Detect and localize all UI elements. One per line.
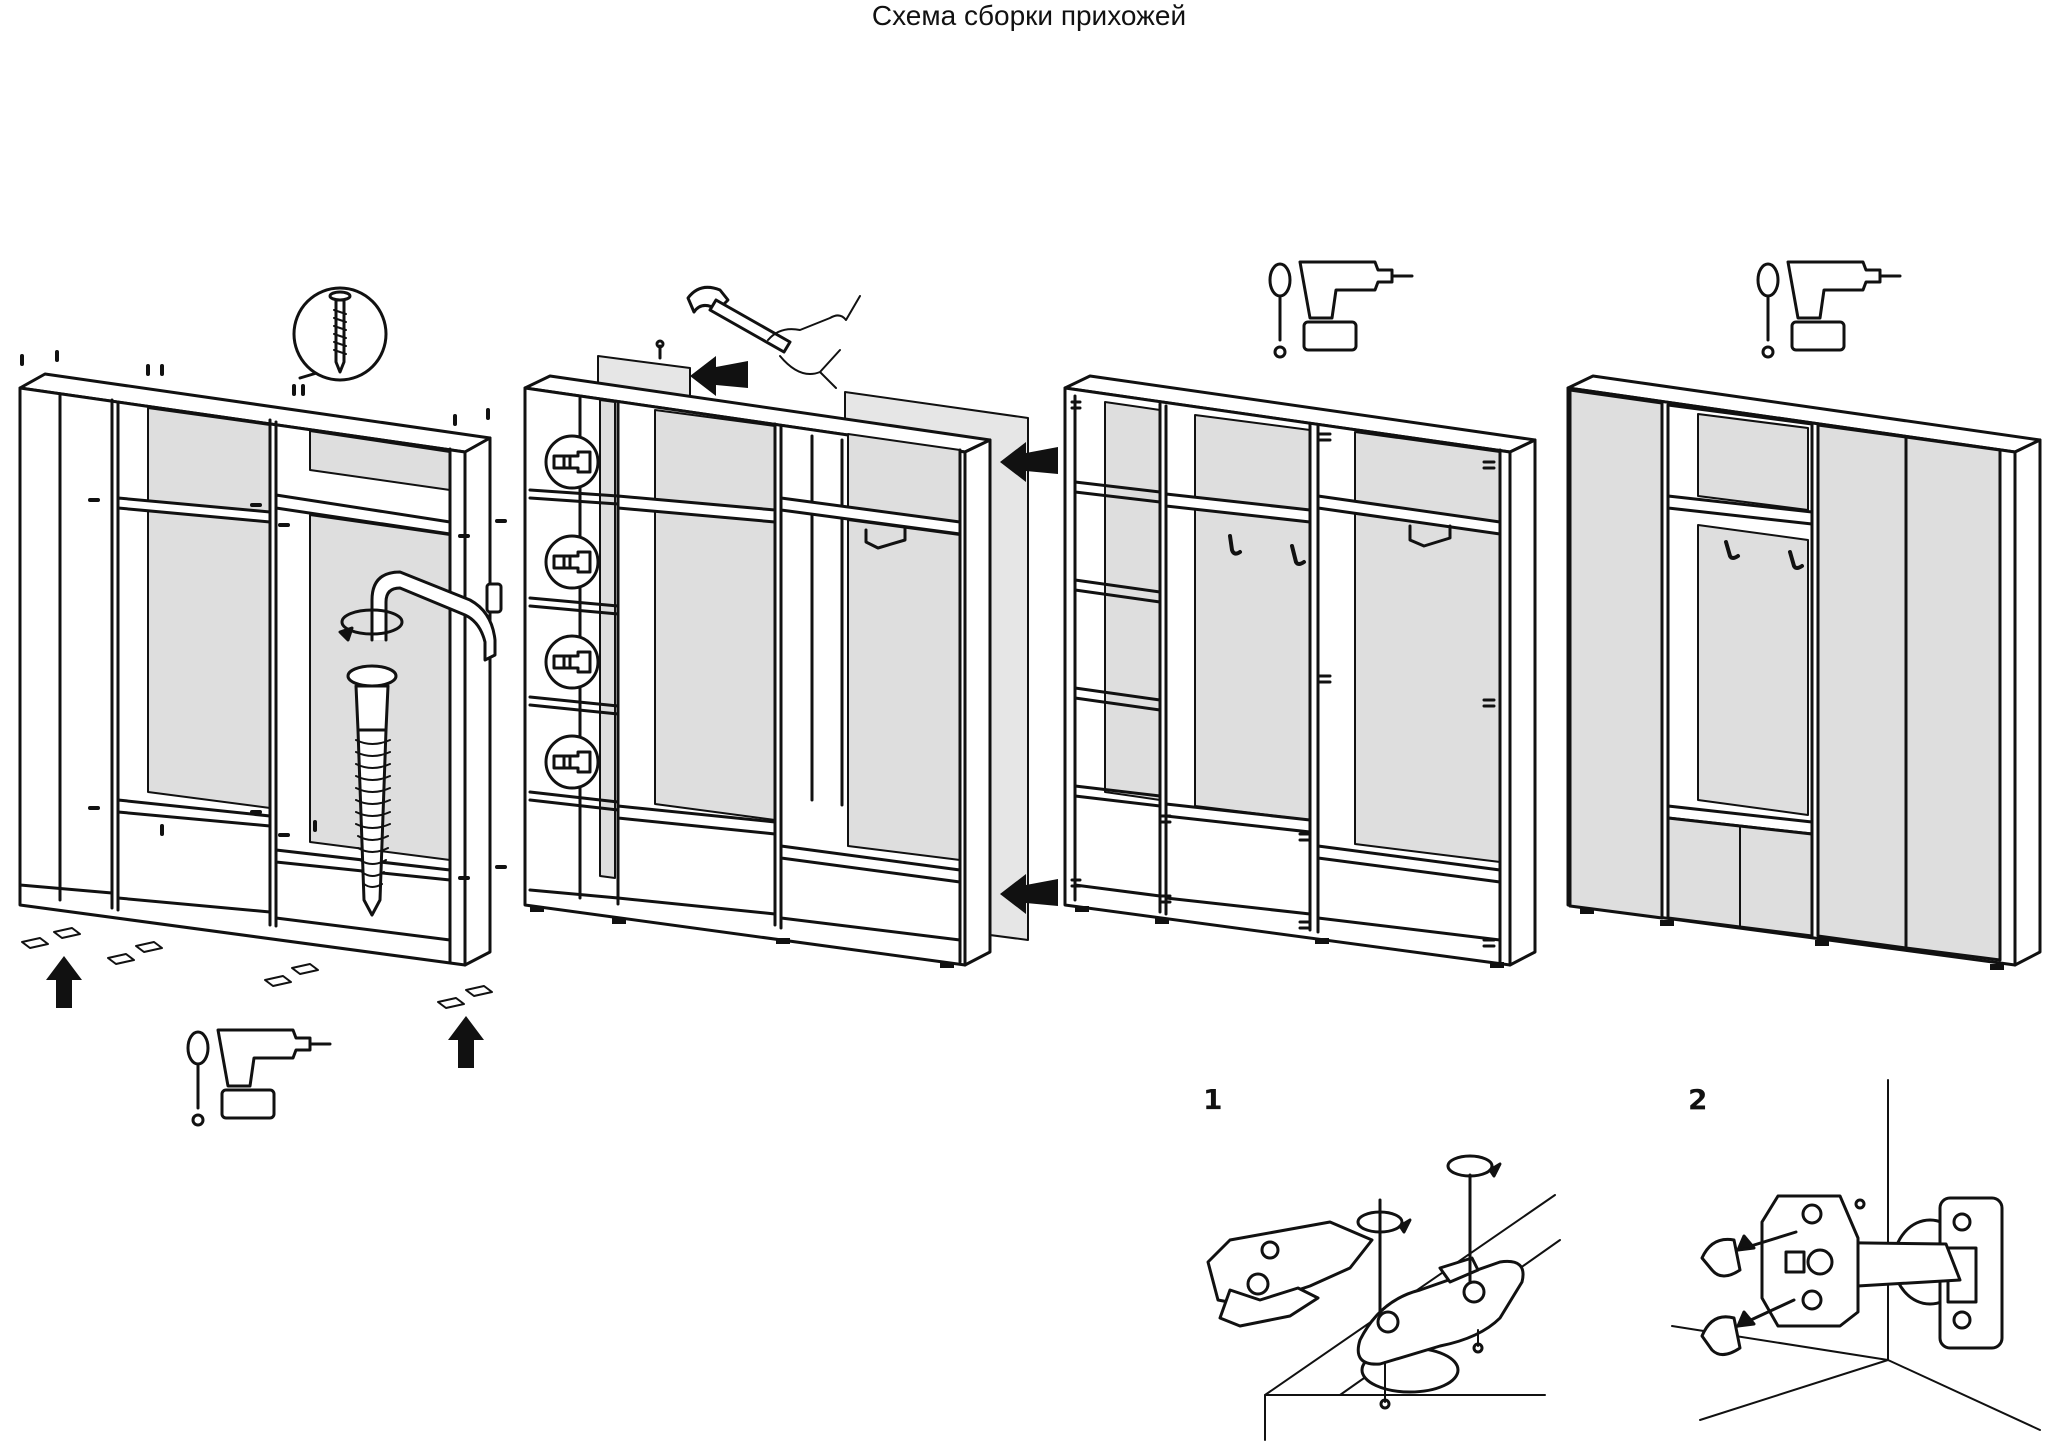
dowel-detail — [544, 434, 600, 490]
arrow-icon — [688, 354, 750, 398]
arrow-icon — [44, 954, 84, 1010]
hammer-icon — [655, 285, 792, 360]
drill-icon — [1298, 260, 1414, 352]
drill-icon — [216, 1028, 332, 1120]
arrow-icon — [446, 1014, 486, 1070]
page-title: Схема сборки прихожей — [871, 0, 1187, 31]
hex-key-icon — [370, 570, 503, 662]
drill-icon — [1786, 260, 1902, 352]
hinge-detail-1 — [1206, 1154, 1561, 1441]
dowel-detail — [544, 734, 600, 790]
screwdriver-icon — [1756, 262, 1780, 359]
step-1-carcass — [18, 286, 507, 1127]
dowel-detail — [544, 634, 600, 690]
screw-icon — [292, 286, 388, 382]
hinge-step-1-number: 1 — [1203, 1083, 1223, 1116]
rotate-arrow-icon — [338, 608, 404, 642]
screw-icon — [346, 664, 398, 917]
screwdriver-icon — [1268, 262, 1292, 359]
hand-illustration — [767, 295, 861, 389]
step-4-finished — [1566, 260, 2042, 970]
step-2-back-panels — [523, 285, 1060, 968]
hinge-step-2-number: 2 — [1688, 1083, 1708, 1116]
dowel-detail — [544, 534, 600, 590]
hinge-detail-2 — [1671, 1079, 2041, 1431]
screwdriver-icon — [186, 1030, 210, 1127]
step-3-hinges — [1063, 260, 1537, 968]
